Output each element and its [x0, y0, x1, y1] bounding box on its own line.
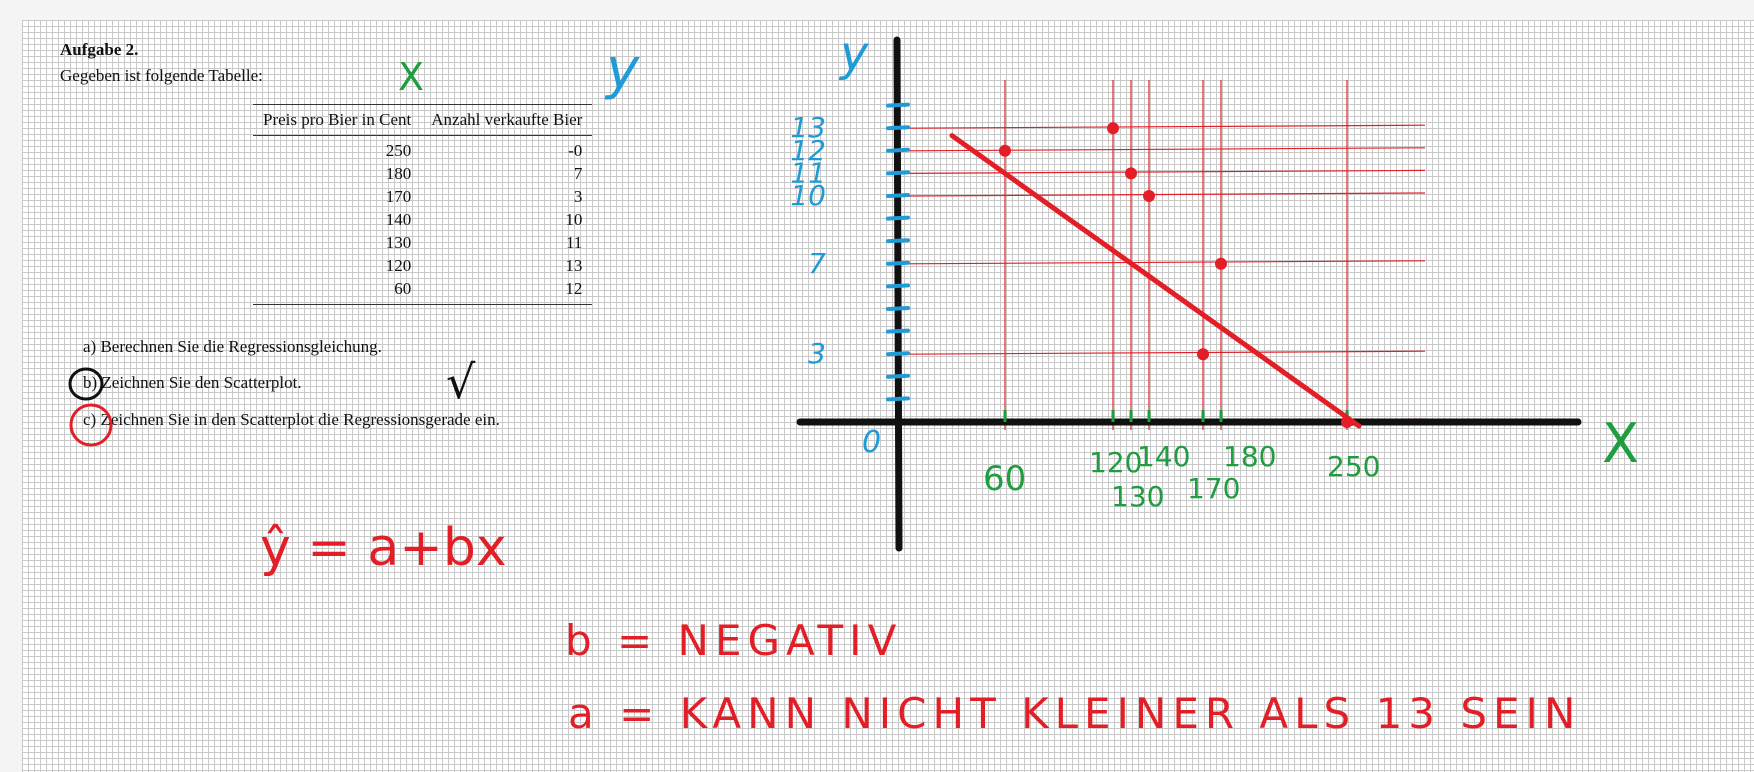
y-tick: [886, 125, 910, 131]
task-title: Aufgabe 2.: [60, 40, 139, 59]
x-tick-label: 170: [1187, 472, 1240, 505]
y-tick: [886, 193, 910, 198]
guide-line-horizontal: [906, 124, 1426, 129]
data-point: [1341, 416, 1353, 428]
data-point: [1215, 257, 1227, 270]
table-header-count: Anzahl verkaufte Bier: [421, 104, 593, 136]
y-tick: [886, 396, 910, 402]
x-tick-label: 140: [1137, 440, 1190, 473]
y-tick: [886, 260, 910, 266]
check-mark: √: [446, 355, 476, 409]
data-point: [1125, 167, 1137, 180]
axis-ticks: [886, 102, 1349, 422]
y-tick: [886, 283, 910, 289]
subtask-text: Zeichnen Sie den Scatterplot.: [101, 373, 302, 392]
x-tick-label: 120: [1089, 446, 1142, 479]
column-y-label: y: [604, 37, 640, 102]
data-point: [1143, 190, 1155, 202]
table-cell: 7: [573, 164, 583, 183]
y-tick-label: 10: [790, 179, 826, 212]
subtask-text: Berechnen Sie die Regressionsgleichung.: [100, 337, 382, 356]
guide-line-horizontal: [906, 260, 1426, 265]
table-cell: 180: [385, 164, 412, 183]
y-tick: [886, 215, 910, 221]
table-cell: 3: [573, 187, 583, 206]
formula-note: ŷ = a+bx: [260, 518, 507, 578]
subtask-marker: a): [83, 337, 97, 356]
table-cell: 10: [565, 210, 583, 229]
table-row: 130 11: [253, 231, 592, 254]
circle-mark-b: [68, 367, 104, 401]
y-tick-label: 7: [808, 247, 826, 280]
y-tick: [886, 351, 910, 357]
table-cell: -0: [568, 141, 583, 160]
y-tick-label: 11: [790, 156, 826, 189]
regression-line: [949, 133, 1362, 429]
data-points: [999, 122, 1353, 428]
table-cell: 130: [385, 233, 412, 252]
task-intro: Gegeben ist folgende Tabelle:: [60, 66, 263, 85]
guide-line-horizontal: [906, 147, 1426, 152]
subtask-c: c) Zeichnen Sie in den Scatterplot die R…: [83, 410, 500, 430]
circle-mark-c: [69, 403, 113, 447]
y-tick: [886, 373, 910, 379]
x-tick-label: 60: [983, 459, 1026, 499]
table-cell: 170: [385, 187, 412, 206]
subtask-b: b) Zeichnen Sie den Scatterplot.: [83, 373, 302, 393]
x-tick-label: 180: [1223, 440, 1276, 473]
table-cell: 12: [421, 277, 593, 305]
y-tick: [886, 238, 910, 244]
y-tick: [886, 328, 910, 334]
subtask-marker: b): [83, 373, 98, 392]
data-point: [1107, 122, 1119, 135]
table-cell: 60: [253, 277, 422, 305]
x-tick-label: 250: [1327, 450, 1380, 483]
y-axis: [893, 36, 903, 552]
table-header-price: Preis pro Bier in Cent: [253, 104, 422, 136]
data-table: Preis pro Bier in Cent Anzahl verkaufte …: [253, 104, 593, 305]
y-tick: [886, 147, 910, 153]
y-tick-label: 3: [808, 337, 826, 370]
y-tick: [886, 102, 910, 108]
table-cell: 13: [565, 256, 583, 275]
x-axis-label: X: [1602, 412, 1639, 475]
y-tick-label: 13: [790, 111, 826, 144]
origin-label: 0: [862, 425, 881, 460]
table-cell: 250: [385, 141, 412, 160]
note-b: b = NEGATIV: [565, 616, 902, 665]
subtask-a: a) Berechnen Sie die Regressionsgleichun…: [83, 337, 382, 357]
x-tick-label: 130: [1111, 480, 1164, 513]
y-axis-label: y: [838, 26, 869, 82]
column-x-label: X: [398, 55, 424, 99]
table-cell: 11: [565, 233, 583, 252]
guide-line-horizontal: [906, 350, 1426, 355]
table-row: 140 10: [253, 208, 592, 231]
table-row: 120 13: [253, 254, 592, 277]
table-cell: 140: [385, 210, 412, 229]
y-tick-label: 12: [790, 134, 826, 167]
guide-line-horizontal: [906, 169, 1426, 174]
note-a: a = KANN NICHT KLEINER ALS 13 SEIN: [568, 689, 1581, 738]
y-tick: [886, 306, 910, 311]
guide-lines: [906, 80, 1426, 430]
data-point: [999, 144, 1011, 157]
table-row: 250 -0: [253, 136, 592, 163]
grid-paper: [22, 20, 1754, 772]
y-tick: [886, 170, 910, 176]
subtask-text: Zeichnen Sie in den Scatterplot die Regr…: [100, 410, 500, 429]
table-cell: 120: [385, 256, 412, 275]
data-point: [1197, 348, 1209, 361]
guide-line-horizontal: [906, 192, 1426, 197]
subtask-marker: c): [83, 410, 97, 429]
